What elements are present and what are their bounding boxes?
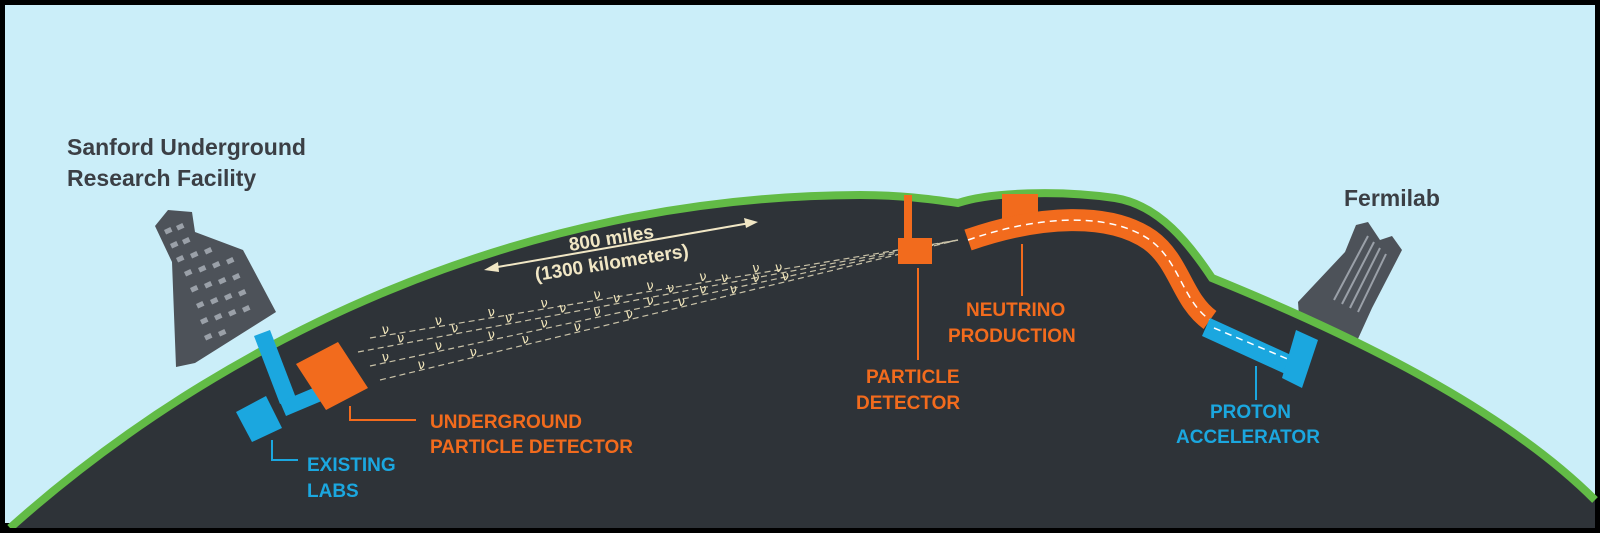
neutrino-symbol: ν [626, 308, 633, 323]
neutrino-symbol: ν [721, 271, 728, 286]
fermilab-building-icon [1298, 222, 1402, 352]
neutrino-symbol: ν [382, 323, 389, 338]
neutrino-symbol: ν [382, 351, 389, 366]
neutrino-symbol: ν [782, 270, 789, 285]
fermilab-label: Fermilab [1344, 185, 1440, 211]
neutrino-symbol: ν [593, 288, 600, 303]
neutrino-symbol: ν [522, 333, 529, 348]
underground-detector [296, 342, 368, 410]
existing-labs-pointer [271, 440, 298, 461]
neutrino-symbol: ν [752, 271, 759, 286]
neutrino-symbol: ν [667, 281, 674, 296]
proton-accelerator-label-line1: PROTON [1210, 402, 1291, 423]
neutrino-symbol: ν [646, 279, 653, 294]
neutrino-symbol: ν [699, 270, 706, 285]
neutrino-symbol: ν [451, 322, 458, 337]
neutrino-symbol: ν [505, 312, 512, 327]
neutrino-symbol: ν [488, 305, 495, 320]
neutrino-symbol: ν [559, 302, 566, 317]
neutrino-symbol: ν [397, 332, 404, 347]
neutrino-symbol: ν [435, 314, 442, 329]
neutrino-symbol: ν [418, 358, 425, 373]
existing-labs-label-line2: LABS [307, 481, 359, 502]
neutrino-symbol: ν [730, 282, 737, 297]
neutrino-beam [357, 239, 959, 381]
neutrino-symbol: ν [613, 291, 620, 306]
sanford-building-icon [155, 210, 276, 367]
earth-ground [10, 193, 1595, 528]
proton-accelerator-label-line2: ACCELERATOR [1176, 427, 1320, 448]
neutrino-symbol: ν [435, 339, 442, 354]
sanford-label-line2: Research Facility [67, 165, 256, 191]
distance-arrow-icon [484, 218, 758, 272]
existing-labs [236, 330, 324, 442]
underground-detector-pointer [349, 406, 416, 421]
underground-detector-label-line1: UNDERGROUND [430, 412, 582, 433]
neutrino-symbol: ν [488, 328, 495, 343]
neutrino-symbol: ν [678, 295, 685, 310]
neutrino-symbol: ν [699, 282, 706, 297]
neutrino-symbol: ν [646, 294, 653, 309]
earth-surface-line [7, 189, 1598, 531]
neutrino-symbol: ν [541, 297, 548, 312]
neutrino-production-label-line1: NEUTRINO [966, 300, 1065, 321]
underground-detector-label-line2: PARTICLE DETECTOR [430, 437, 633, 458]
neutrino-symbol: ν [470, 345, 477, 360]
neutrino-symbol: ν [541, 317, 548, 332]
neutrino-symbol: ν [574, 320, 581, 335]
particle-detector-label-line1: PARTICLE [866, 367, 960, 388]
neutrino-symbol: ν [593, 305, 600, 320]
neutrino-symbol: ν [752, 261, 759, 276]
pipe-centerline [967, 219, 1211, 321]
neutrino-symbol: ν [775, 261, 782, 276]
proton-accelerator [1202, 318, 1318, 388]
existing-labs-label-line1: EXISTING [307, 455, 396, 476]
sanford-label-line1: Sanford Underground [67, 134, 306, 160]
near-detector [898, 195, 932, 264]
neutrino-production-label-line2: PRODUCTION [948, 326, 1076, 347]
particle-detector-label-line2: DETECTOR [856, 393, 960, 414]
